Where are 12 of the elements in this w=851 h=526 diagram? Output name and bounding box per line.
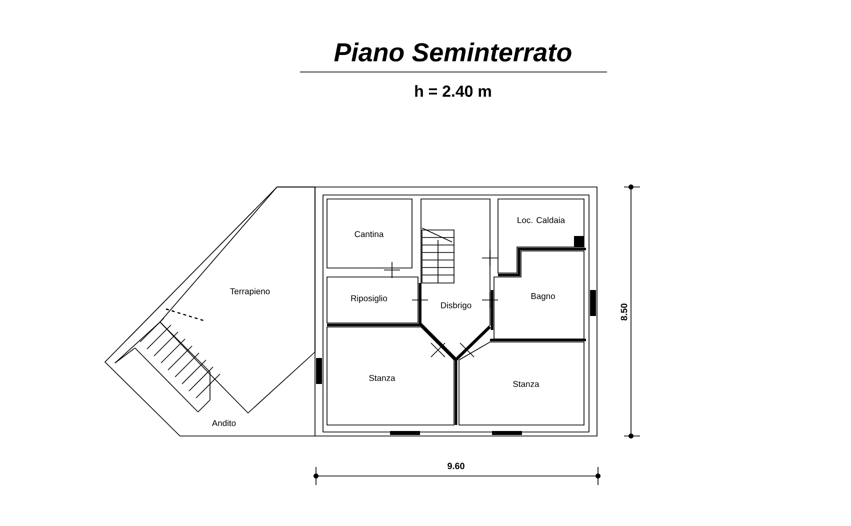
dimension-label: 9.60 bbox=[448, 462, 464, 470]
room: Stanza bbox=[326, 326, 454, 426]
height-label: h = 2.40 m bbox=[415, 85, 491, 97]
room: Loc. Caldaia bbox=[498, 198, 584, 274]
room: Cantina bbox=[326, 198, 412, 268]
area-label: Andito bbox=[212, 420, 236, 426]
dimension-label: 8.50 bbox=[620, 304, 628, 320]
room: Riposiglio bbox=[326, 276, 418, 324]
room: Disbrigo bbox=[420, 198, 490, 359]
room: Bagno bbox=[494, 250, 584, 340]
room: Stanza bbox=[458, 342, 584, 426]
title: Piano Seminterrato bbox=[334, 42, 572, 62]
